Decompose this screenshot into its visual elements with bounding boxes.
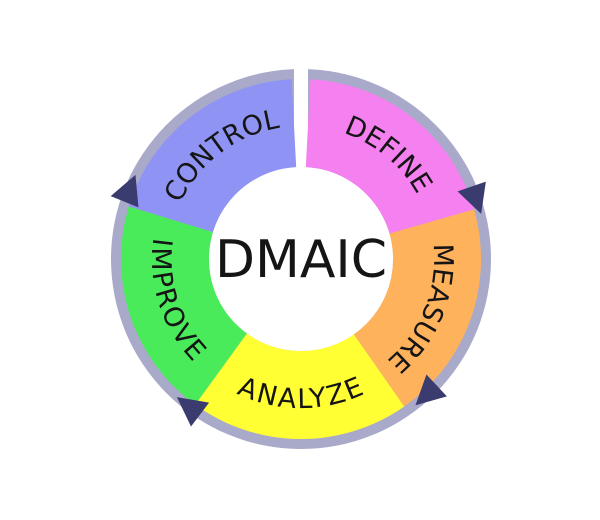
center-title: DMAIC: [215, 230, 387, 290]
segment-improve: [121, 206, 247, 405]
segment-define: [305, 79, 475, 234]
cycle-arrow-icon-2: [415, 374, 447, 406]
center-hub: [209, 167, 393, 351]
segment-analyze: [195, 333, 405, 439]
segment-control: [128, 79, 297, 233]
cycle-arrow-icon-4: [110, 174, 139, 208]
segment-measure: [353, 209, 482, 407]
cycle-arrow-icon-1: [457, 181, 486, 214]
cycle-arrow-icon-3: [176, 397, 210, 427]
ring-gap: [294, 65, 308, 169]
